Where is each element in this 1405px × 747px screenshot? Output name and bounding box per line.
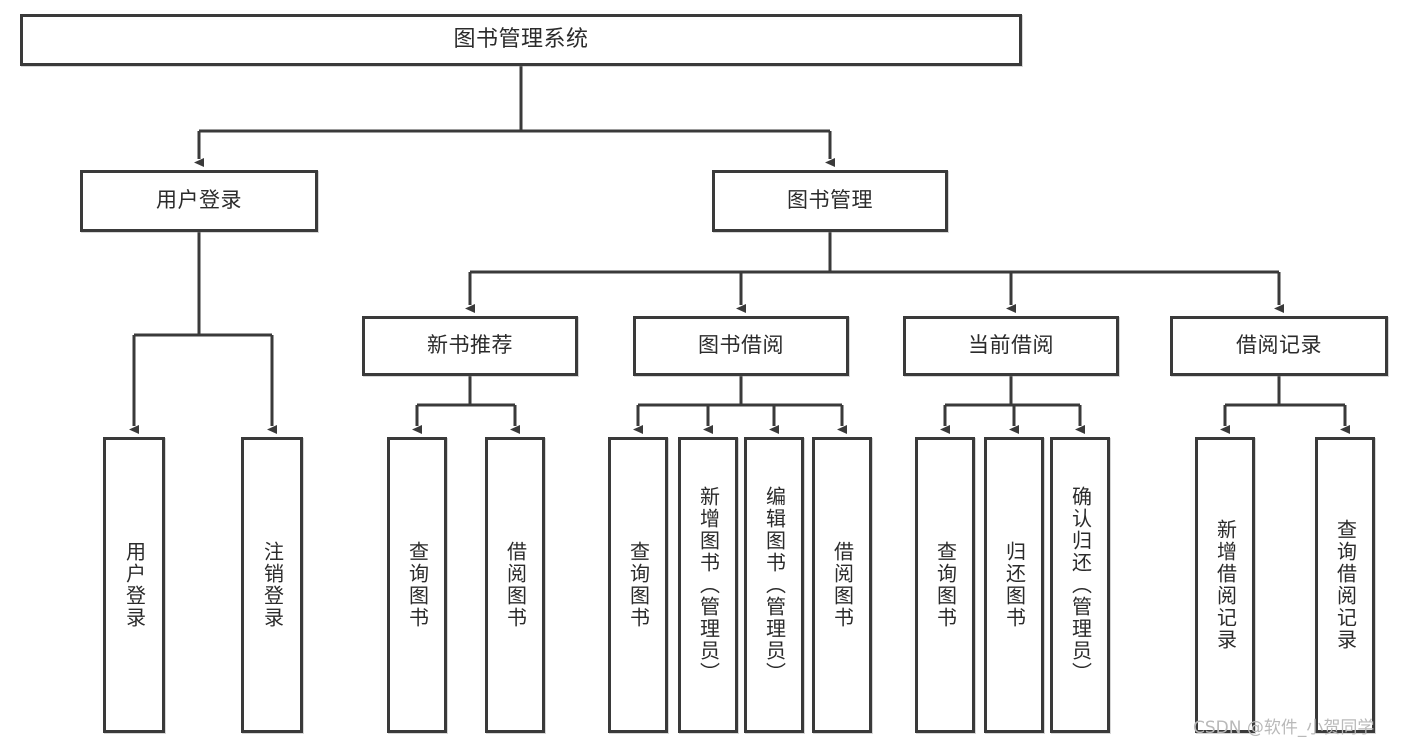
node-label: 图书管理 [787, 188, 873, 213]
node-label: 新增图书（管理员） [696, 486, 721, 684]
node-label: 借阅图书 [830, 541, 855, 629]
node-leaf-add-book[interactable]: 新增图书（管理员） [678, 437, 738, 733]
node-leaf-borrow-book-1[interactable]: 借阅图书 [485, 437, 545, 733]
node-new-book-recommend[interactable]: 新书推荐 [362, 316, 578, 376]
node-leaf-borrow-book-2[interactable]: 借阅图书 [812, 437, 872, 733]
node-book-borrow[interactable]: 图书借阅 [633, 316, 849, 376]
node-label: 查询图书 [933, 541, 958, 629]
node-label: 确认归还（管理员） [1068, 486, 1093, 684]
node-leaf-user-login[interactable]: 用户登录 [103, 437, 165, 733]
node-label: 注销登录 [260, 541, 285, 629]
node-label: 图书借阅 [698, 333, 784, 358]
node-book-management[interactable]: 图书管理 [712, 170, 948, 232]
node-label: 查询借阅记录 [1333, 519, 1358, 651]
node-label: 编辑图书（管理员） [762, 486, 787, 684]
node-root-system[interactable]: 图书管理系统 [20, 14, 1022, 66]
node-leaf-query-book-3[interactable]: 查询图书 [915, 437, 975, 733]
node-label: 当前借阅 [968, 333, 1054, 358]
node-label: 用户登录 [156, 188, 242, 213]
node-leaf-query-book-2[interactable]: 查询图书 [608, 437, 668, 733]
node-borrow-record[interactable]: 借阅记录 [1170, 316, 1388, 376]
node-leaf-add-record[interactable]: 新增借阅记录 [1195, 437, 1255, 733]
csdn-watermark: CSDN @软件_小贺同学 [1193, 718, 1375, 738]
node-label: 查询图书 [405, 541, 430, 629]
node-label: 查询图书 [626, 541, 651, 629]
node-label: 借阅图书 [503, 541, 528, 629]
node-leaf-return-book[interactable]: 归还图书 [984, 437, 1044, 733]
node-label: 归还图书 [1002, 541, 1027, 629]
node-label: 图书管理系统 [453, 26, 589, 52]
node-leaf-query-book-1[interactable]: 查询图书 [387, 437, 447, 733]
node-user-login[interactable]: 用户登录 [80, 170, 318, 232]
node-leaf-edit-book[interactable]: 编辑图书（管理员） [744, 437, 804, 733]
node-label: 新书推荐 [427, 333, 513, 358]
node-label: 借阅记录 [1236, 333, 1322, 358]
node-current-borrow[interactable]: 当前借阅 [903, 316, 1119, 376]
node-leaf-query-record[interactable]: 查询借阅记录 [1315, 437, 1375, 733]
node-label: 新增借阅记录 [1213, 519, 1238, 651]
node-leaf-confirm-return[interactable]: 确认归还（管理员） [1050, 437, 1110, 733]
node-label: 用户登录 [122, 541, 147, 629]
node-leaf-logout[interactable]: 注销登录 [241, 437, 303, 733]
